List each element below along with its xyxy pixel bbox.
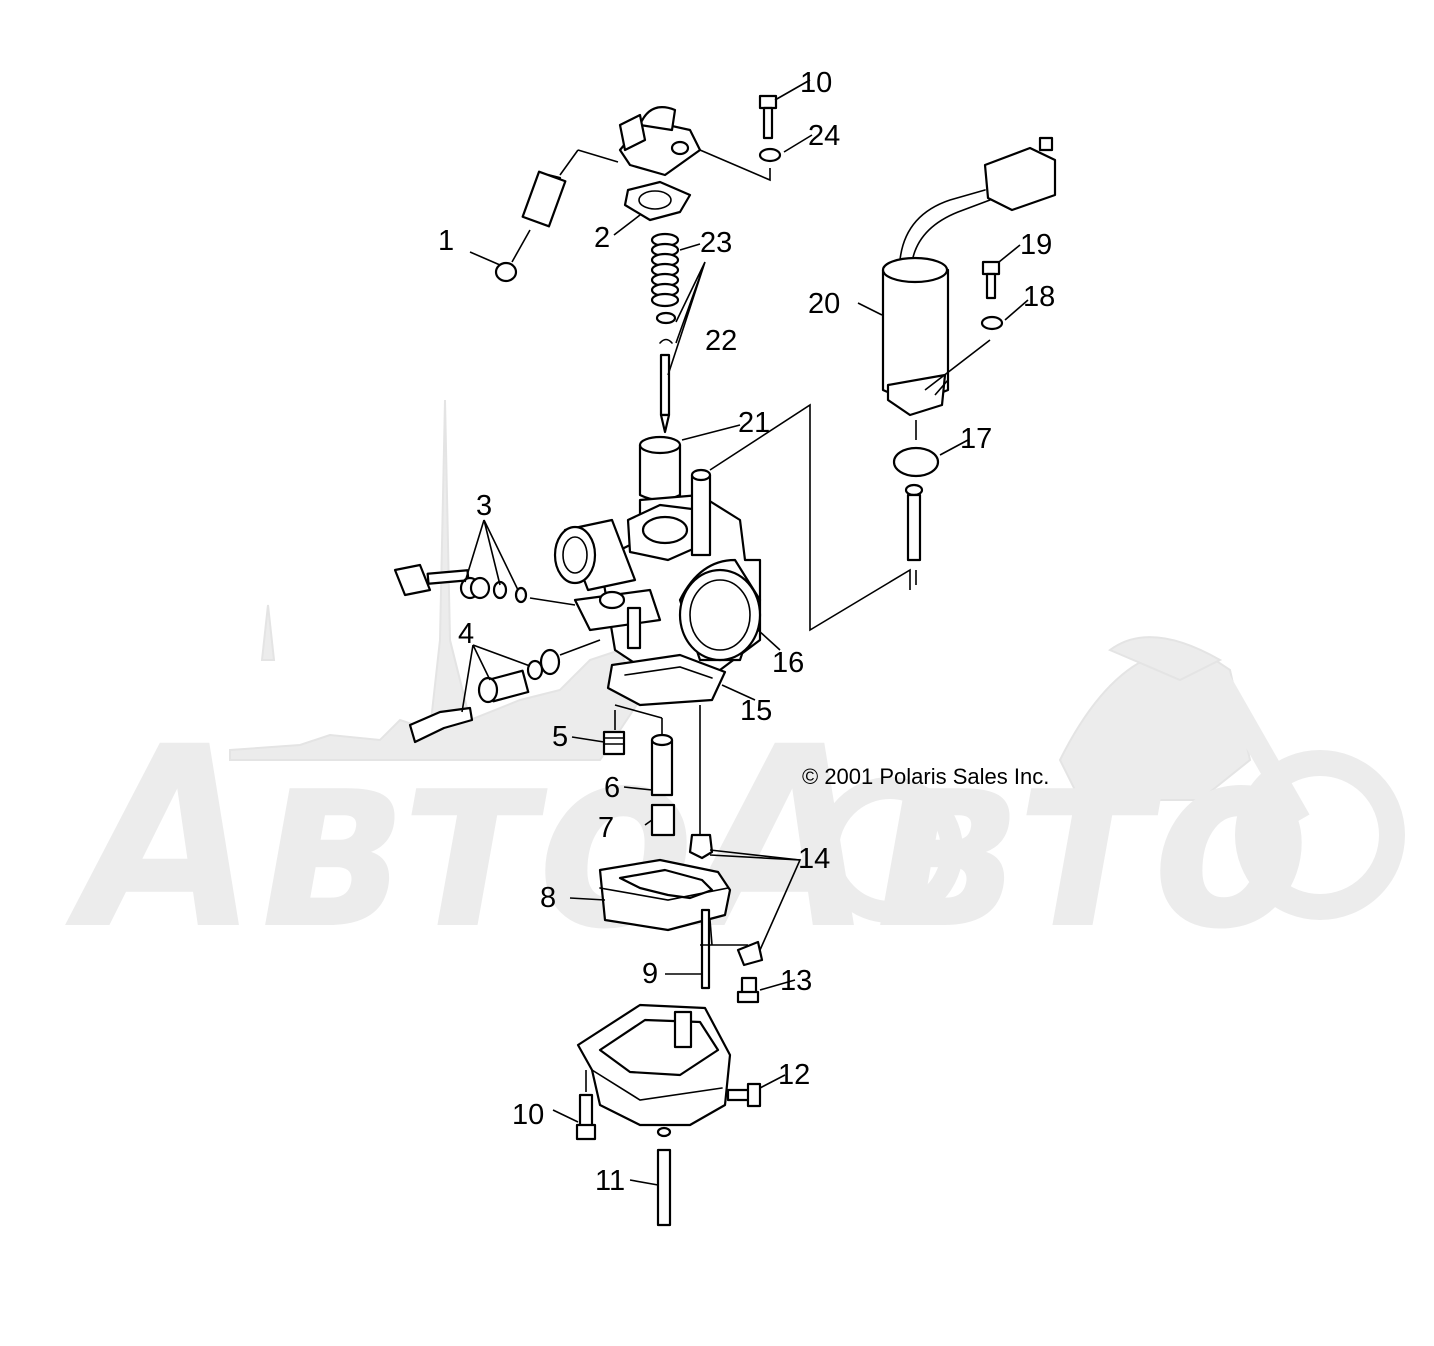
- callout-10-top: 10: [800, 67, 832, 99]
- throttle-slide: [638, 435, 682, 502]
- jet-leaders: [614, 704, 701, 840]
- callout-13: 13: [780, 965, 812, 997]
- drain-tube: [656, 1126, 672, 1227]
- float: [598, 858, 732, 932]
- callout-9: 9: [642, 958, 658, 990]
- bowl-gasket: [606, 653, 727, 707]
- callout-leaders: [469, 79, 1029, 1186]
- callout-19: 19: [1020, 229, 1052, 261]
- e-clip: [659, 338, 673, 344]
- callout-5: 5: [552, 721, 568, 753]
- carburetor-body: [553, 403, 911, 682]
- choke-cylinder: [553, 518, 637, 592]
- callout-12: 12: [778, 1059, 810, 1091]
- retainer-washer: [655, 311, 677, 325]
- callout-1: 1: [438, 225, 454, 257]
- callout-17: 17: [960, 423, 992, 455]
- screw-top: [758, 94, 778, 140]
- callout-10-bottom: 10: [512, 1099, 544, 1131]
- callout-20: 20: [808, 288, 840, 320]
- callout-15: 15: [740, 695, 772, 727]
- callout-11: 11: [595, 1165, 625, 1197]
- float-clip: [700, 940, 764, 967]
- idle-screw-set: [408, 648, 561, 744]
- callout-22: 22: [705, 325, 737, 357]
- watermark-spire-left: [260, 604, 276, 661]
- pilot-screw-set: [393, 563, 528, 604]
- pilot-jet: [602, 730, 626, 756]
- hose-clip: [494, 261, 518, 283]
- callout-8: 8: [540, 882, 556, 914]
- washer-top: [758, 147, 782, 163]
- callout-4: 4: [458, 618, 474, 650]
- float-pin: [700, 908, 711, 990]
- drain-screw: [726, 1082, 762, 1108]
- spring: [650, 232, 680, 308]
- watermark: АвтоАвто: [64, 399, 1405, 984]
- callout-24: 24: [808, 120, 840, 152]
- needle-jet: [650, 733, 674, 797]
- callout-14: 14: [798, 843, 830, 875]
- cover-gasket: [623, 180, 692, 222]
- callout-7: 7: [598, 812, 614, 844]
- callout-21: 21: [738, 407, 770, 439]
- screw-bottom: [575, 1093, 597, 1141]
- callout-6: 6: [604, 772, 620, 804]
- fuel-hose-leader: [559, 149, 619, 176]
- callout-2: 2: [594, 222, 610, 254]
- callout-23: 23: [700, 227, 732, 259]
- copyright-notice: © 2001 Polaris Sales Inc.: [802, 764, 1049, 789]
- callout-16: 16: [772, 647, 804, 679]
- solenoid-washer: [980, 315, 1004, 331]
- float-valve: [688, 833, 714, 860]
- watermark-motorcycle: [817, 636, 1405, 923]
- callout-labels: 1 2 3 4 5 6 7 8 9 10 10 11 12 13 14 15 1…: [438, 67, 1055, 1197]
- fuel-hose: [521, 170, 567, 228]
- choke-solenoid: [881, 136, 1057, 417]
- solenoid-screw: [981, 260, 1001, 300]
- solenoid-o-ring: [892, 446, 940, 478]
- watermark-text: АвтоАвто: [64, 693, 1310, 984]
- bowl-screw-small: [736, 976, 760, 1004]
- callout-3: 3: [476, 490, 492, 522]
- callout-18: 18: [1023, 281, 1055, 313]
- float-bowl: [576, 1003, 732, 1127]
- fuel-fitting: [618, 106, 702, 177]
- main-jet: [650, 803, 676, 837]
- intake-outlet: [678, 558, 762, 662]
- jet-needle: [659, 353, 671, 434]
- solenoid-plunger: [904, 483, 924, 562]
